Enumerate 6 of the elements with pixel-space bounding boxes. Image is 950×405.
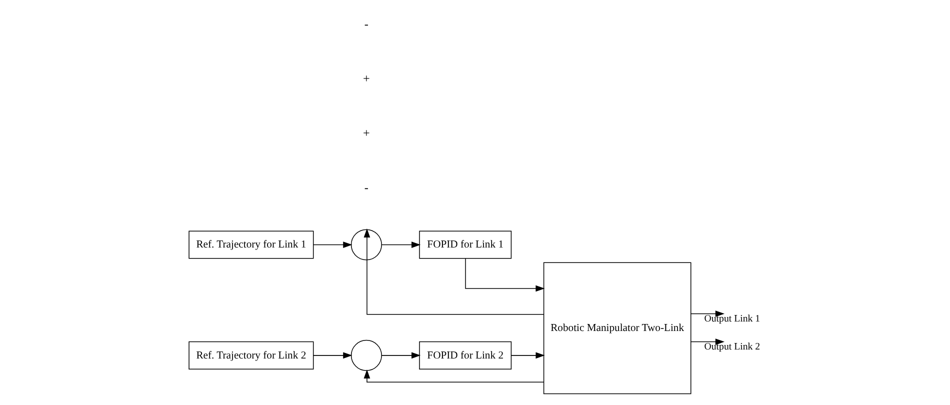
- edge-label: Output Link 1: [704, 314, 760, 325]
- edge-label: Output Link 2: [704, 342, 760, 353]
- label: -: [364, 180, 368, 195]
- label: -: [364, 16, 368, 31]
- label: +: [362, 71, 370, 86]
- label: +: [362, 126, 370, 140]
